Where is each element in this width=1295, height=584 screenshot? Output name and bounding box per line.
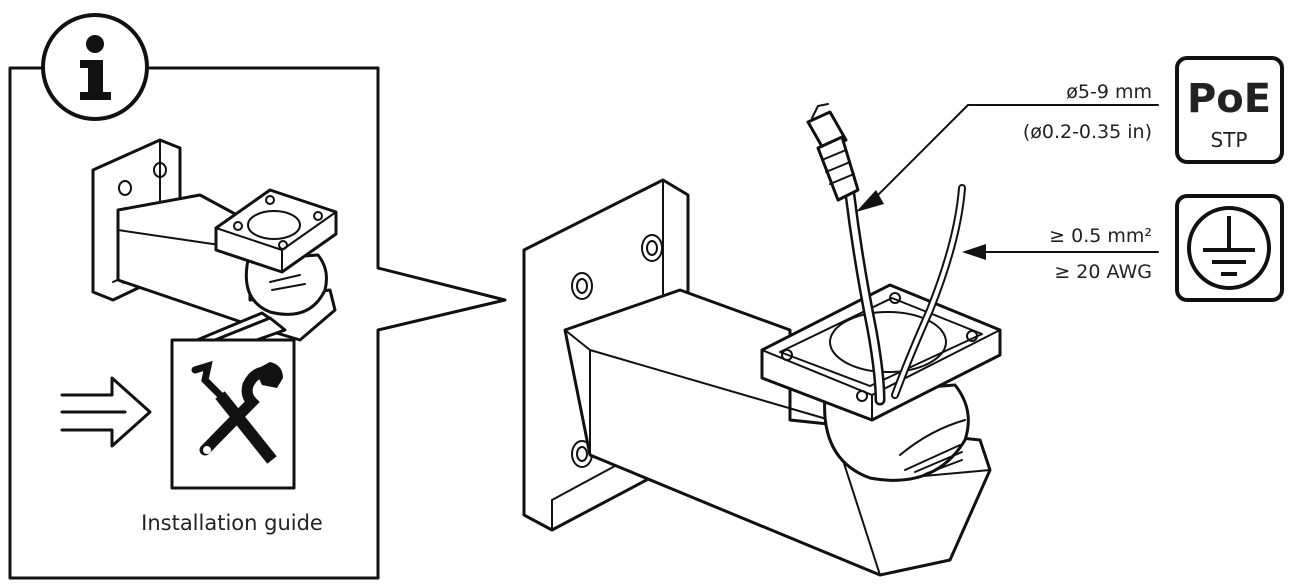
ground-wire [891,184,966,399]
manual-booklet-icon [170,311,296,490]
poe-badge-title: PoE [1187,76,1271,122]
wall-mount-bracket-illustration [522,103,1002,577]
small-bracket-illustration [91,138,338,342]
ground-wire-area: ≥ 0.5 mm² [1049,225,1152,247]
tools-icon [191,360,283,464]
cable-diameter-in: (ø0.2-0.35 in) [1023,121,1152,143]
ground-symbol-icon [1187,206,1271,290]
ground-symbol-badge [1175,194,1284,302]
arrow-right-icon [60,376,152,448]
installation-guide-caption: Installation guide [141,511,323,535]
info-icon [41,13,149,121]
poe-badge-subtitle: STP [1211,128,1248,152]
cable-diameter-mm: ø5-9 mm [1066,81,1152,103]
ground-wire-gauge: ≥ 20 AWG [1054,261,1152,283]
installation-guide-callout: Installation guide [8,13,507,580]
ground-wire-spec-callout: ≥ 0.5 mm² ≥ 20 AWG [962,225,1159,283]
cable-spec-callout: ø5-9 mm (ø0.2-0.35 in) [856,81,1159,212]
poe-stp-badge: PoE STP [1175,56,1284,164]
network-cable [806,103,886,406]
